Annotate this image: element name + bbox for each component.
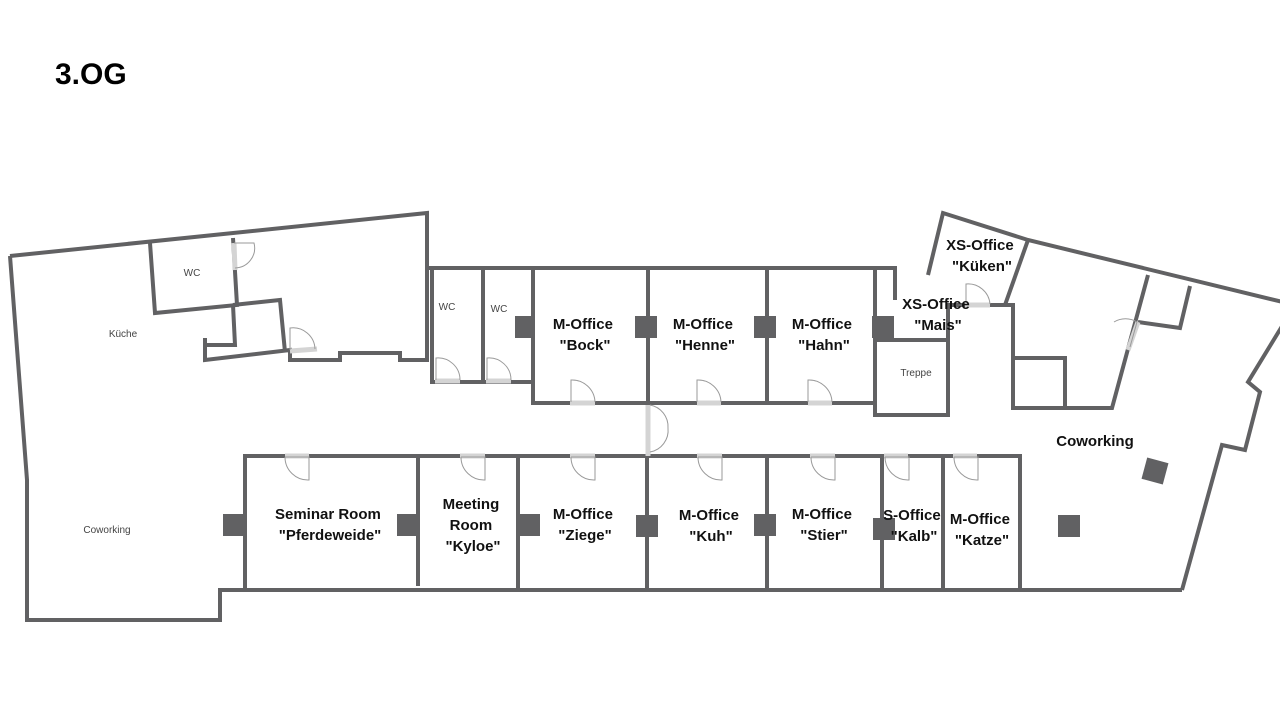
- room-label-kalb: S-Office "Kalb": [883, 507, 945, 545]
- room-label-stier: M-Office "Stier": [792, 506, 856, 544]
- room-label-wc-1: WC: [184, 268, 201, 279]
- pillar: [1058, 515, 1080, 537]
- room-label-coworking-east: Coworking: [1056, 433, 1134, 450]
- door-arcs: [234, 242, 1138, 481]
- room-label-kyloe: Meeting Room "Kyloe": [443, 496, 504, 555]
- outer-walls: [8, 210, 1280, 622]
- floor-title: 3.OG: [55, 58, 127, 91]
- room-label-coworking-west: Coworking: [83, 525, 130, 536]
- outer-wall-west: [8, 255, 245, 622]
- pillar: [635, 316, 657, 338]
- kitchen-block-walls: [148, 237, 287, 353]
- pillar: [515, 316, 535, 338]
- outer-wall-north-west: [9, 210, 429, 363]
- room-labels: Küche Coworking WC WC WC Treppe M-Office…: [83, 237, 1133, 555]
- room-label-katze: M-Office "Katze": [950, 511, 1014, 549]
- room-label-mais: XS-Office "Mais": [902, 296, 974, 334]
- room-label-treppe: Treppe: [900, 368, 932, 379]
- room-label-kueche: Küche: [109, 329, 138, 340]
- room-label-hahn: M-Office "Hahn": [792, 316, 856, 354]
- door-gaps: [231, 242, 1141, 459]
- pillars: [223, 316, 1169, 540]
- outer-wall-north-east: [926, 210, 1280, 591]
- room-label-ziege: M-Office "Ziege": [553, 506, 617, 544]
- room-label-pferdeweide: Seminar Room "Pferdeweide": [275, 506, 385, 544]
- room-label-wc-2: WC: [439, 302, 456, 313]
- pillar: [872, 316, 894, 338]
- pillar: [518, 514, 540, 536]
- pillar: [1141, 457, 1169, 485]
- room-label-henne: M-Office "Henne": [673, 316, 737, 354]
- room-label-bock: M-Office "Bock": [553, 316, 617, 354]
- pillar: [397, 514, 419, 536]
- pillar: [754, 514, 776, 536]
- room-label-kueken: XS-Office "Küken": [946, 237, 1018, 275]
- pillar: [873, 518, 895, 540]
- outer-wall-north-middle: [427, 266, 897, 300]
- room-label-kuh: M-Office "Kuh": [679, 507, 743, 545]
- room-label-wc-3: WC: [491, 304, 508, 315]
- pillar: [636, 515, 658, 537]
- pillar: [223, 514, 245, 536]
- pillar: [754, 316, 776, 338]
